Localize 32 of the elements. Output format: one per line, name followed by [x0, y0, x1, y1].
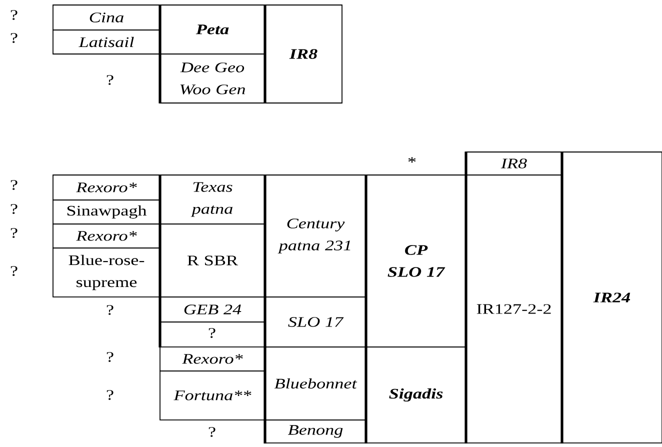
pedigree-cell: R SBR [158, 224, 266, 298]
pedigree-cell: IR127-2-2 [464, 174, 562, 444]
pedigree-cell: Texas patna [158, 174, 266, 224]
pedigree-cell: CP SLO 17 [364, 174, 466, 348]
unknown-mark: ? [10, 10, 18, 20]
unknown-mark: ? [10, 204, 18, 214]
unknown-mark: ? [10, 180, 18, 190]
pedigree-cell: Rexoro* [160, 346, 266, 372]
pedigree-cell: Cina [52, 4, 160, 30]
pedigree-cell: Blue-rose-supreme [52, 248, 160, 298]
pedigree-cell: Sinawpagh [52, 200, 160, 224]
pedigree-cell: Century patna 231 [264, 174, 366, 298]
pedigree-cell: Bluebonnet [264, 346, 366, 420]
pedigree-cell: IR24 [560, 152, 662, 444]
unknown-mark: ? [106, 75, 114, 85]
pedigree-cell: Peta [158, 4, 266, 54]
pedigree-cell: IR8 [264, 4, 342, 104]
pedigree-cell: IR8 [464, 152, 562, 176]
pedigree-cell: Rexoro* [52, 224, 160, 248]
pedigree-cell: Latisail [52, 30, 160, 54]
unknown-mark: ? [10, 266, 18, 276]
unknown-mark: ? [106, 352, 114, 362]
unknown-mark: ? [10, 33, 18, 43]
unknown-mark: ? [208, 328, 216, 338]
pedigree-cell: SLO 17 [264, 296, 366, 348]
pedigree-cell: Rexoro* [52, 174, 160, 200]
pedigree-cell: Fortuna** [160, 370, 266, 420]
pedigree-cell: Benong [264, 420, 366, 444]
unknown-mark: ? [10, 228, 18, 238]
unknown-mark: ? [106, 390, 114, 400]
pedigree-cell: Sigadis [364, 346, 466, 444]
pedigree-cell: Dee Geo Woo Gen [158, 54, 266, 104]
